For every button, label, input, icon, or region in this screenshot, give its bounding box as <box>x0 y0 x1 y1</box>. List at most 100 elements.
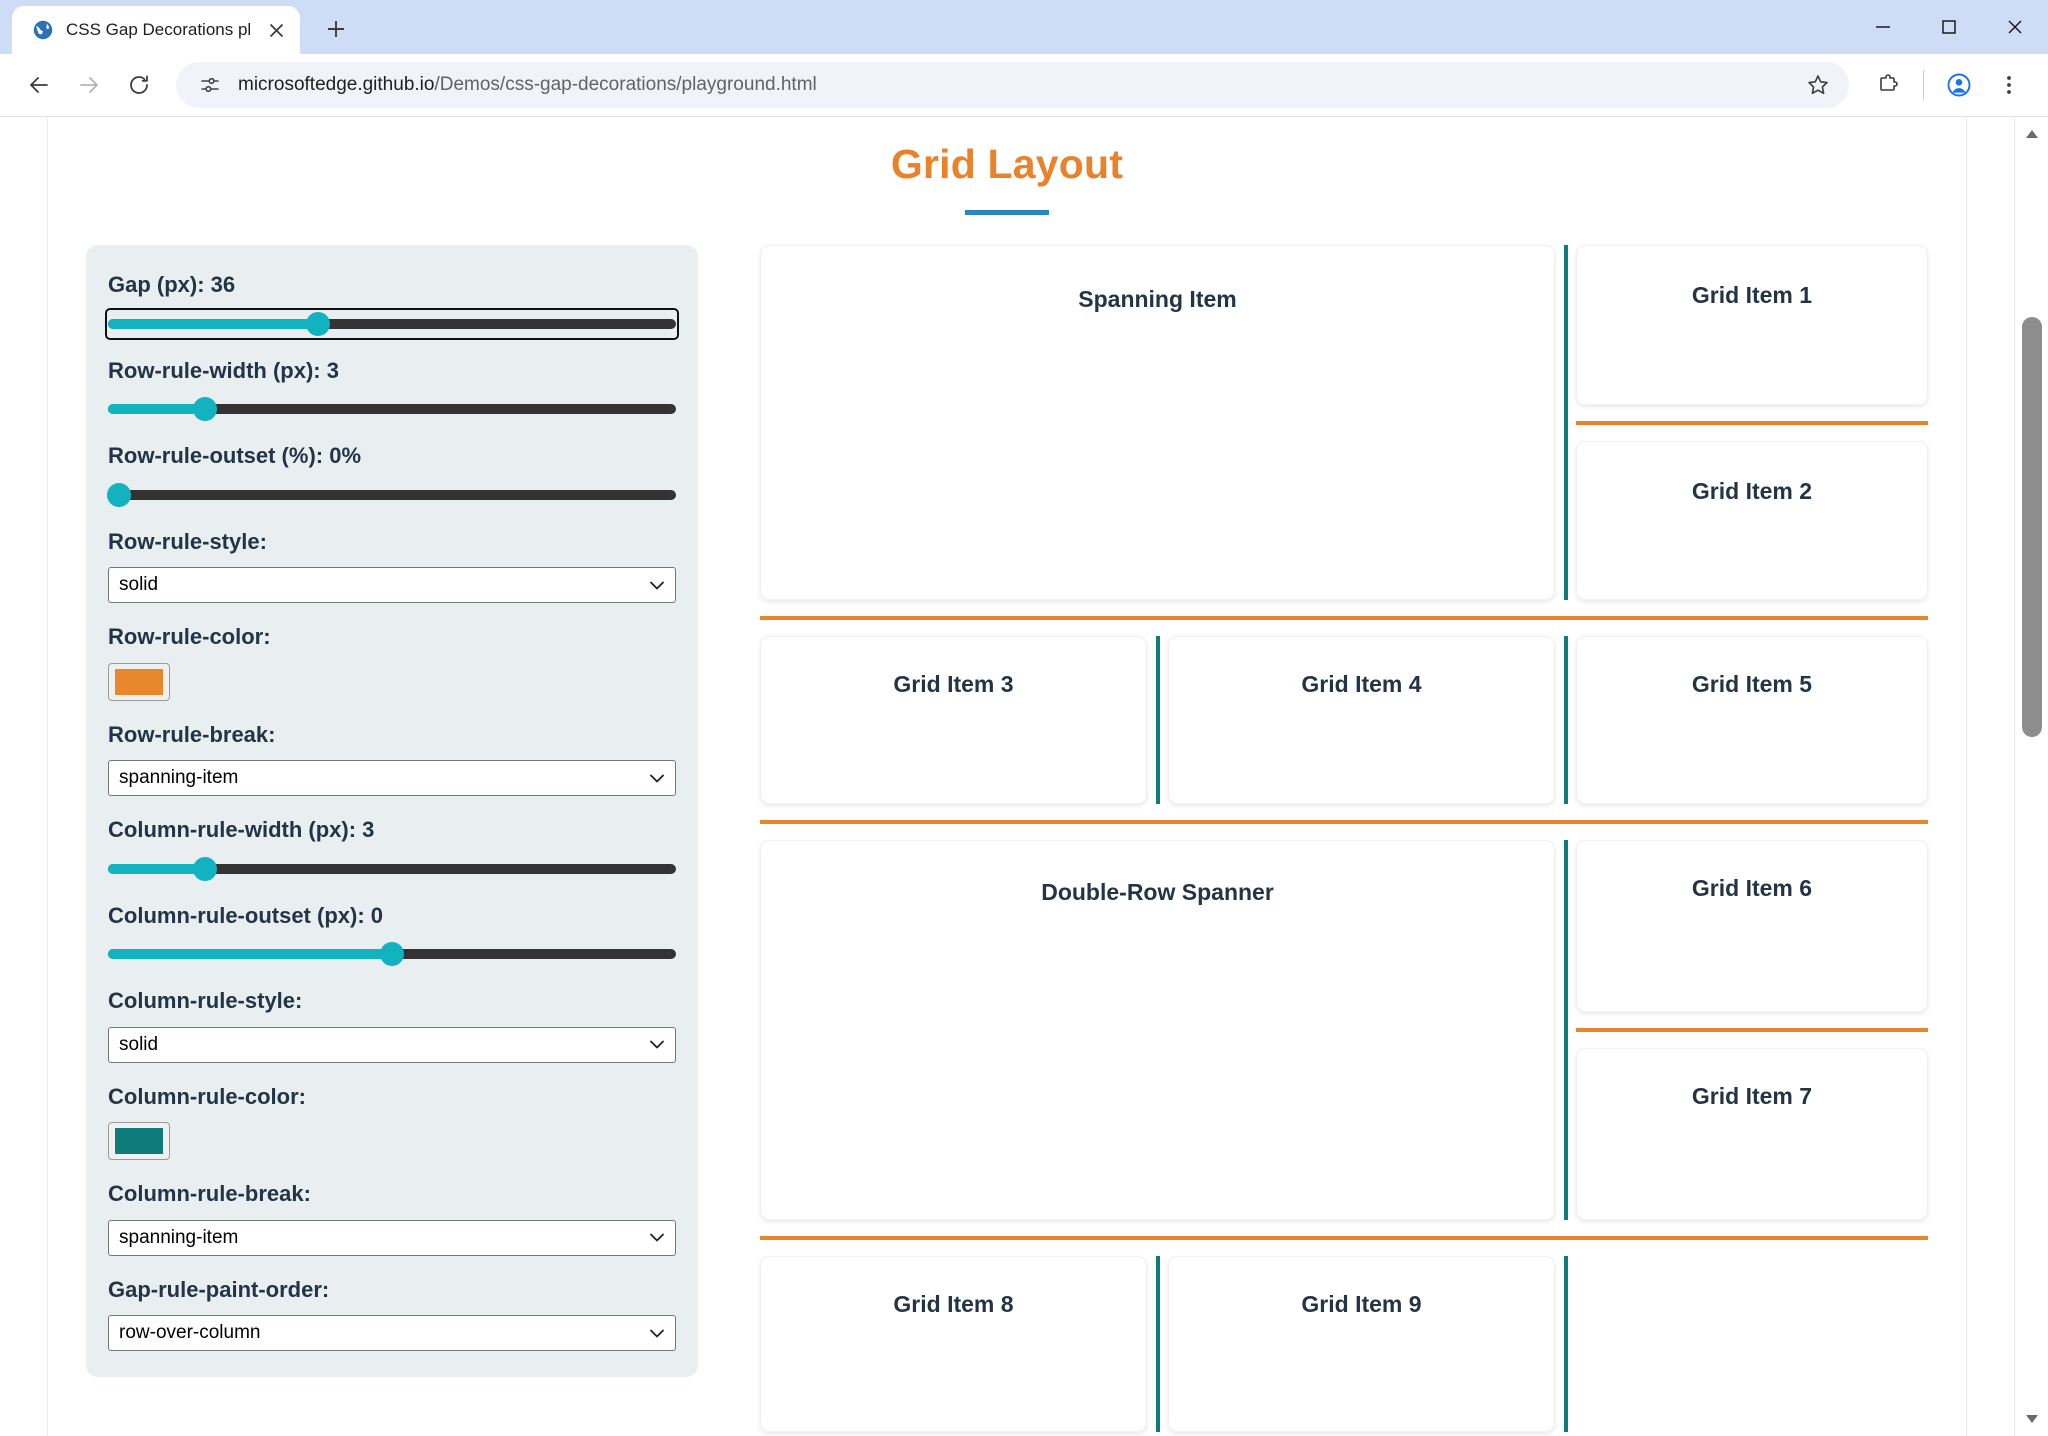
column-rule <box>1155 1256 1160 1432</box>
minimize-icon[interactable] <box>1850 0 1916 54</box>
control-label: Column-rule-style: <box>108 988 303 1013</box>
slider-fill <box>108 863 205 874</box>
select-value: row-over-column <box>119 1322 261 1343</box>
vertical-scrollbar[interactable] <box>2014 117 2048 1436</box>
slider-thumb[interactable] <box>192 856 217 881</box>
extensions-puzzle-icon[interactable] <box>1865 62 1911 108</box>
column-rule-color-picker[interactable] <box>108 1122 170 1160</box>
profile-avatar-icon[interactable] <box>1936 62 1982 108</box>
browser-tab[interactable]: CSS Gap Decorations playground <box>12 6 300 54</box>
column-gap-3 <box>1555 840 1576 1220</box>
grid-cell-label: Spanning Item <box>1078 286 1237 312</box>
control-label: Column-rule-outset (px): 0 <box>108 902 383 928</box>
column-rule-style-select[interactable]: solid <box>108 1026 676 1063</box>
page-scroll-area: Grid Layout Gap (px): 36 <box>0 117 2014 1436</box>
control-label: Row-rule-style: <box>108 528 267 554</box>
control-label: Column-rule-color: <box>108 1083 306 1109</box>
chevron-down-icon <box>647 1329 667 1338</box>
column-rule <box>1563 840 1568 1220</box>
slider-track <box>108 404 676 414</box>
grid-cell-label: Grid Item 8 <box>893 1291 1014 1317</box>
control-column-rule-width: Column-rule-width (px): 3 <box>108 816 676 882</box>
grid-cell-item-6[interactable]: Grid Item 6 <box>1576 840 1928 1012</box>
row-rule <box>1576 420 1928 425</box>
row-rule-width-slider[interactable] <box>108 396 676 422</box>
control-row-rule-width: Row-rule-width (px): 3 <box>108 357 676 423</box>
slider-fill <box>108 404 205 414</box>
row-rule <box>1576 1028 1928 1032</box>
grid-cell-item-7[interactable]: Grid Item 7 <box>1576 1048 1928 1220</box>
grid-cell-double-row-spanner[interactable]: Double-Row Spanner <box>760 840 1555 1220</box>
slider-thumb[interactable] <box>306 311 331 336</box>
column-rule-width-slider[interactable] <box>108 856 676 882</box>
scrollbar-thumb[interactable] <box>2022 317 2042 737</box>
site-settings-icon[interactable] <box>194 69 226 101</box>
column-rule-break-select[interactable]: spanning-item <box>108 1219 676 1256</box>
three-dot-menu-icon[interactable] <box>1986 62 2032 108</box>
browser-toolbar: microsoftedge.github.io/Demos/css-gap-de… <box>0 54 2048 116</box>
column-gap-inner-2 <box>1147 636 1168 804</box>
control-gap: Gap (px): 36 <box>105 271 679 340</box>
control-column-rule-style: Column-rule-style: solid <box>108 987 676 1063</box>
scroll-up-arrow-icon[interactable] <box>2015 117 2048 151</box>
control-row-rule-color: Row-rule-color: <box>108 623 676 701</box>
scroll-down-arrow-icon[interactable] <box>2015 1402 2048 1436</box>
window-controls <box>1850 0 2048 54</box>
row-rule-color-picker[interactable] <box>108 662 170 701</box>
back-arrow-icon[interactable] <box>16 62 62 108</box>
row-gap-inner-1 <box>1576 405 1928 441</box>
control-label: Column-rule-width (px): 3 <box>108 817 375 842</box>
row-rule-outset-slider[interactable] <box>107 482 676 508</box>
column-gap-inner-4 <box>1147 1256 1168 1432</box>
maximize-icon[interactable] <box>1916 0 1982 54</box>
tab-title: CSS Gap Decorations playground <box>66 20 250 39</box>
grid-cell-item-3[interactable]: Grid Item 3 <box>760 636 1147 804</box>
row-gap-inner-3 <box>1576 1012 1928 1048</box>
color-swatch <box>115 1128 163 1154</box>
grid-cell-spanning-item[interactable]: Spanning Item <box>760 245 1555 600</box>
grid-col-3-band-1: Grid Item 1 Grid Item 2 <box>1576 245 1928 600</box>
grid-cell-label: Grid Item 2 <box>1691 477 1813 504</box>
window-close-icon[interactable] <box>1982 0 2048 54</box>
row-rule-break-select[interactable]: spanning-item <box>108 760 676 796</box>
row-rule <box>760 820 1928 824</box>
grid-cell-item-8[interactable]: Grid Item 8 <box>760 1256 1147 1432</box>
close-icon[interactable] <box>262 16 290 44</box>
chevron-down-icon <box>647 1040 667 1049</box>
globe-icon <box>32 19 54 41</box>
gap-rule-paint-order-select[interactable]: row-over-column <box>108 1315 676 1351</box>
slider-thumb[interactable] <box>192 397 217 421</box>
gap-slider[interactable] <box>105 307 679 340</box>
control-gap-rule-paint-order: Gap-rule-paint-order: row-over-column <box>108 1276 676 1351</box>
select-value: solid <box>119 1033 159 1055</box>
column-rule-outset-slider[interactable] <box>108 941 676 967</box>
control-label: Row-rule-break: <box>108 721 276 747</box>
row-gap-3 <box>760 1220 1928 1256</box>
grid-row-band-1: Spanning Item Grid Item 1 <box>760 245 1928 600</box>
address-bar[interactable]: microsoftedge.github.io/Demos/css-gap-de… <box>176 62 1849 108</box>
star-icon[interactable] <box>1795 62 1841 108</box>
slider-track <box>108 863 676 874</box>
control-column-rule-outset: Column-rule-outset (px): 0 <box>108 902 676 968</box>
grid-row-band-4: Grid Item 8 Grid Item 9 <box>760 1256 1928 1432</box>
tab-strip: CSS Gap Decorations playground <box>0 0 2048 54</box>
column-rule <box>1563 1256 1568 1432</box>
row-rule-style-select[interactable]: solid <box>108 567 676 603</box>
page-viewport: Grid Layout Gap (px): 36 <box>0 116 2048 1436</box>
slider-track <box>108 318 676 329</box>
control-label: Row-rule-width (px): 3 <box>108 357 339 383</box>
grid-cell-item-2[interactable]: Grid Item 2 <box>1576 440 1928 600</box>
page-body: Gap (px): 36 Row-rule-width (px): 3 <box>48 215 1966 1432</box>
grid-cell-item-4[interactable]: Grid Item 4 <box>1168 636 1555 804</box>
reload-icon[interactable] <box>116 62 162 108</box>
forward-arrow-icon[interactable] <box>66 62 112 108</box>
grid-cell-label: Double-Row Spanner <box>1041 879 1274 905</box>
grid-row-band-2: Grid Item 3 Grid Item 4 <box>760 636 1928 804</box>
grid-cell-item-5[interactable]: Grid Item 5 <box>1576 636 1928 804</box>
grid-cell-item-9[interactable]: Grid Item 9 <box>1168 1256 1555 1432</box>
grid-cell-item-1[interactable]: Grid Item 1 <box>1576 245 1928 405</box>
slider-thumb[interactable] <box>380 942 404 966</box>
slider-thumb[interactable] <box>107 482 132 507</box>
new-tab-button[interactable] <box>314 7 358 51</box>
title-underline <box>965 210 1049 215</box>
